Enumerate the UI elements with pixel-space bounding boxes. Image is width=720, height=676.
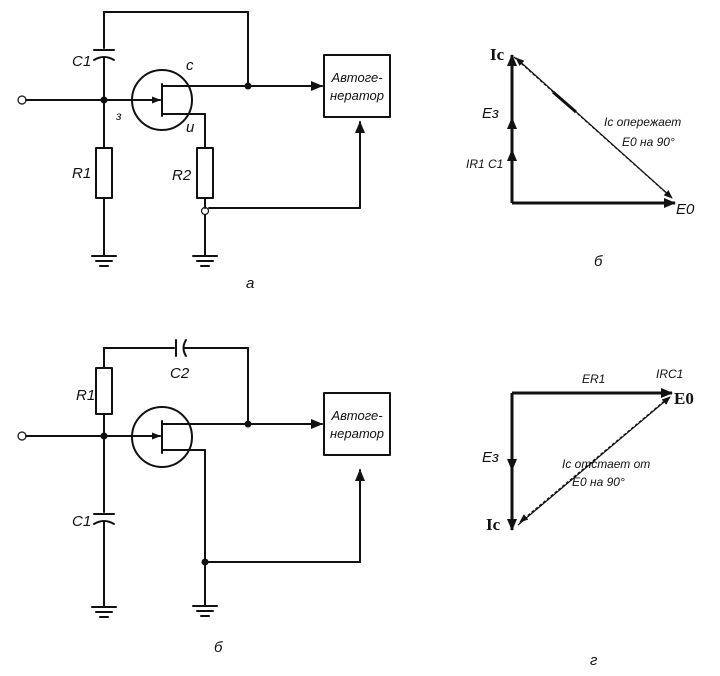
circuit-a: Автоге- нератор C1 R1 R2 з с и а [17,11,391,292]
label-c1-b: C1 [72,513,91,530]
label-r2-a: R2 [172,167,192,184]
note-b-line2: E0 на 90° [622,135,675,149]
label-er1-g: ER1 [582,372,605,386]
box-a-line2: нератор [330,88,384,103]
note-g-line1: Iс отстает от [562,457,650,471]
label-ic-g: Iс [486,515,501,534]
label-irc-g: IRC1 [656,367,683,381]
ground-a2 [192,255,218,267]
label-source-a: и [186,119,195,136]
label-c1-a: C1 [72,53,91,70]
label-e0-b: E0 [676,201,695,218]
vector-diagram-b: Iс Eз IR1 C1 Iс опережает E0 на 90° E0 б [466,45,695,270]
vector-diagram-g: ER1 IRC1 E0 Eз Iс Iс отстает от E0 на 90… [482,367,694,669]
ground-b2 [192,605,218,617]
circuit-b: Автоге- нератор R1 C1 C2 б [17,339,391,656]
note-g-line2: E0 на 90° [572,475,625,489]
input-terminal-a [17,95,27,105]
ground-a1 [91,255,117,267]
label-ic-b: Iс [490,45,505,64]
autogenerator-box-b [323,392,391,456]
label-e0-g: E0 [674,389,694,408]
ground-b1 [91,606,117,618]
caption-vector-g: г [590,652,598,669]
label-drain-a: с [186,57,194,74]
transistor-a [131,69,193,131]
label-r1-a: R1 [72,165,91,182]
resistor-r1-b [95,367,113,415]
box-a-line1: Автоге- [330,70,383,85]
label-gate-a: з [115,109,122,123]
caption-a: а [246,275,254,292]
resistor-r2-a [196,147,214,199]
label-e3-b: Eз [482,105,499,122]
caption-vector-b: б [594,253,603,270]
label-c2-b: C2 [170,365,190,382]
caption-b: б [214,639,223,656]
transistor-b [131,406,193,468]
label-ir1c1-b: IR1 C1 [466,157,503,171]
vector-diagonal-g [517,396,671,526]
label-e3-g: Eз [482,449,499,466]
resistor-r1-a [95,147,113,199]
note-b-line1: Iс опережает [604,115,681,129]
autogenerator-box-a [323,54,391,118]
label-r1-b: R1 [76,387,95,404]
input-terminal-b [17,431,27,441]
box-b-line2: нератор [330,426,384,441]
box-b-line1: Автоге- [330,408,383,423]
